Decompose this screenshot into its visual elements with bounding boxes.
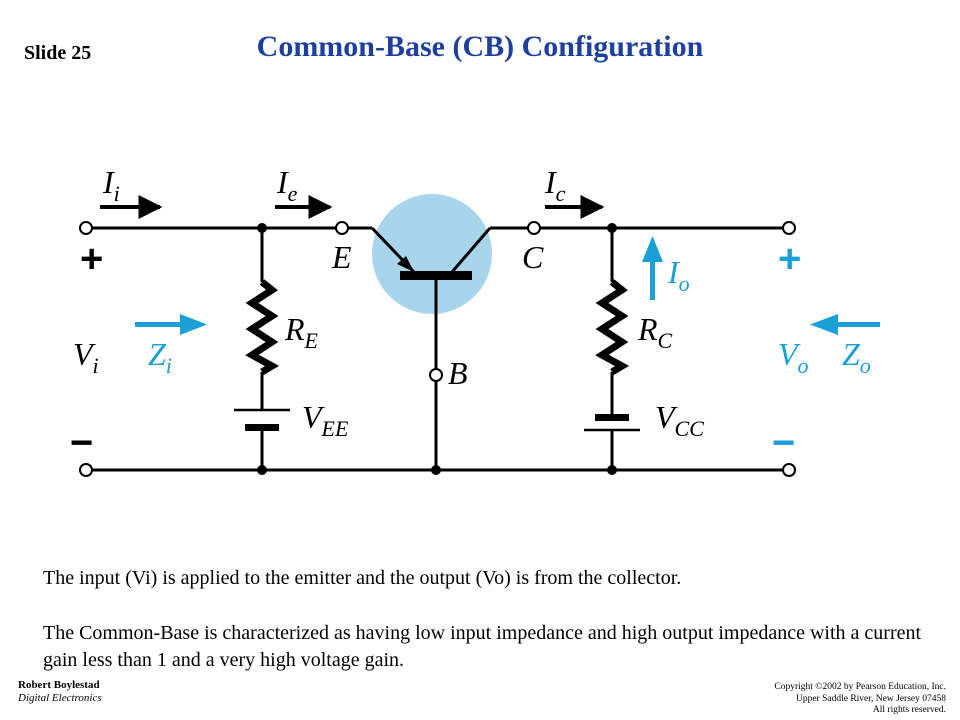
- arrow-zo-shaft: [836, 322, 880, 327]
- slide-title: Common-Base (CB) Configuration: [0, 30, 960, 64]
- slide-title-text: Common-Base (CB) Configuration: [256, 30, 704, 63]
- label-vcc: VCC: [655, 399, 704, 441]
- junction-dots: [257, 223, 617, 475]
- label-ie: Ie: [276, 164, 298, 206]
- resistor-re: [245, 279, 280, 376]
- minus-output-sign: −: [772, 421, 795, 465]
- author-block: Robert Boylestad Digital Electronics: [18, 679, 102, 705]
- vee-battery-short-plate: [245, 424, 279, 431]
- junction-re-bottom: [257, 465, 267, 475]
- resistor-rc: [595, 279, 630, 376]
- terminal-collector: [527, 221, 541, 235]
- copyright-line-1: Copyright ©2002 by Pearson Education, In…: [774, 682, 946, 692]
- plus-output-sign: +: [778, 237, 801, 281]
- terminal-input-bottom: [79, 463, 93, 477]
- copyright-line-3: All rights reserved.: [872, 705, 946, 715]
- minus-input-sign: −: [70, 421, 93, 465]
- arrow-zi-shaft: [135, 322, 183, 327]
- collector-diagonal: [450, 227, 492, 273]
- copyright-block: Copyright ©2002 by Pearson Education, In…: [774, 682, 946, 717]
- author-name: Robert Boylestad: [18, 679, 100, 691]
- arrow-io-icon: [642, 236, 663, 262]
- junction-re-top: [257, 223, 267, 233]
- paragraph-characteristics: The Common-Base is characterized as havi…: [43, 622, 922, 671]
- label-emitter: E: [331, 239, 352, 275]
- label-zi: Zi: [148, 336, 172, 378]
- label-rc: RC: [637, 311, 673, 353]
- arrow-io-shaft: [650, 260, 655, 300]
- transistor-base-bar: [400, 271, 472, 280]
- terminal-base: [429, 368, 443, 382]
- label-collector: C: [522, 239, 544, 275]
- terminal-input-top: [79, 221, 93, 235]
- label-io: Io: [667, 254, 690, 296]
- junction-rc-bottom: [607, 465, 617, 475]
- transistor-highlight: [372, 194, 492, 314]
- arrow-zi-icon: [180, 314, 207, 335]
- copyright-line-2: Upper Saddle River, New Jersey 07458: [795, 693, 946, 704]
- terminals: [79, 221, 796, 477]
- label-vee: VEE: [302, 399, 349, 441]
- terminal-output-bottom: [782, 463, 796, 477]
- emitter-arrow-icon: [397, 256, 414, 272]
- paragraph-input-output: The input (Vi) is applied to the emitter…: [43, 567, 682, 589]
- slide-number: Slide 25: [24, 42, 92, 64]
- vcc-battery-short-plate: [595, 414, 629, 421]
- label-ii: Ii: [102, 164, 120, 206]
- label-vi: Vi: [73, 336, 99, 378]
- label-base: B: [448, 355, 468, 391]
- book-title: Digital Electronics: [18, 692, 102, 704]
- plus-input-sign: +: [80, 237, 103, 281]
- blue-arrows: [135, 236, 880, 335]
- label-zo: Zo: [842, 336, 871, 378]
- junction-base-bottom: [431, 465, 441, 475]
- label-vo: Vo: [778, 336, 809, 378]
- terminal-emitter: [335, 221, 349, 235]
- arrow-zo-icon: [810, 314, 838, 335]
- terminal-output-top: [782, 221, 796, 235]
- label-ic: Ic: [544, 164, 566, 206]
- junction-rc-top: [607, 223, 617, 233]
- label-re: RE: [284, 311, 319, 353]
